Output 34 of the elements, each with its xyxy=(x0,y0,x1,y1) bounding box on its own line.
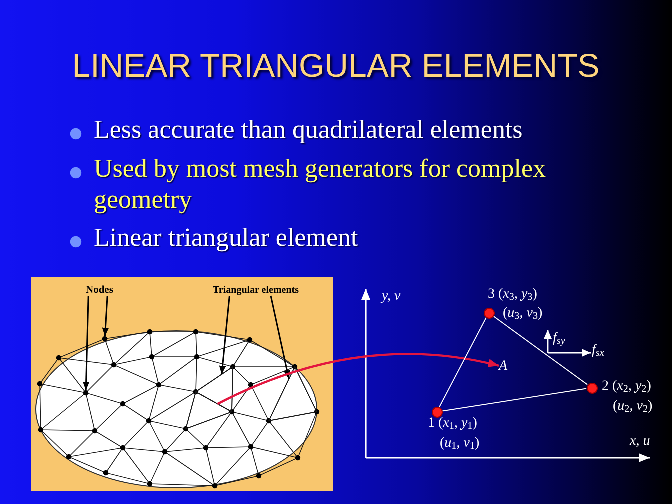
coordinate-label: (u$_{1}$, v$_{1}$) xyxy=(440,436,480,452)
force-label: f$_{sy}$ xyxy=(553,331,566,348)
callout-label: Nodes xyxy=(86,285,114,296)
coordinate-label: 2 (x$_{2}$, y$_{2}$) xyxy=(602,379,652,395)
axis-label: x, u xyxy=(630,434,650,450)
slide-title: LINEAR TRIANGULAR ELEMENTS xyxy=(71,47,601,85)
bullet-text: Linear triangular element xyxy=(94,222,360,253)
node-dot xyxy=(484,308,494,318)
coordinate-label: 1 (x$_{1}$, y$_{1}$) xyxy=(428,416,478,432)
mesh-node-dot xyxy=(102,336,108,342)
mesh-illustration xyxy=(31,277,333,491)
triangle-element xyxy=(185,391,234,430)
arrow xyxy=(217,353,500,406)
bullet-text: Used by most mesh generators for complex geometry xyxy=(94,153,548,215)
node-dot xyxy=(586,382,598,394)
leader-line xyxy=(270,296,291,380)
element-edge xyxy=(442,388,588,412)
area-label: A xyxy=(499,359,508,375)
element-edge xyxy=(439,317,487,408)
leader-line xyxy=(219,296,230,375)
node-dot xyxy=(432,406,442,418)
triangle-element xyxy=(195,366,234,413)
triangle-element xyxy=(268,366,318,422)
element-edge xyxy=(492,316,588,386)
bullet-text: Less accurate than quadrilateral elements xyxy=(94,114,524,145)
force-label: f$_{sx}$ xyxy=(592,343,604,360)
leader-line xyxy=(82,296,90,390)
leader-line xyxy=(102,296,109,336)
callout-label: Triangular elements xyxy=(213,285,300,296)
axis-label: y, v xyxy=(382,289,401,306)
coordinate-label: 3 (x$_{3}$, y$_{3}$) xyxy=(488,287,538,303)
coordinate-label: (u$_{2}$, v$_{2}$) xyxy=(613,399,653,415)
coordinate-label: (u$_{3}$, v$_{3}$) xyxy=(503,306,543,322)
mesh-node-dot xyxy=(83,390,89,396)
